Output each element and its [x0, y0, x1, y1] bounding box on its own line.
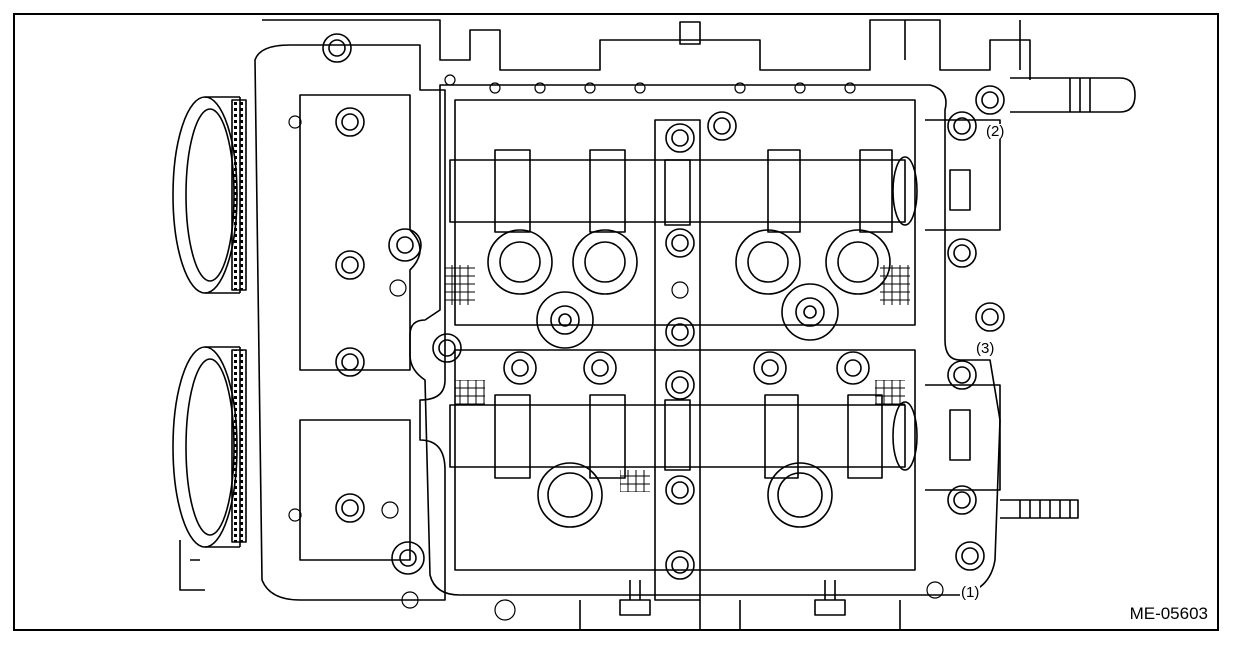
callout-label-1: (1): [960, 584, 981, 601]
valve-springs-intake: [487, 229, 891, 295]
cam-sprocket-lower: [172, 346, 247, 548]
callout-label-3: (3): [975, 340, 996, 357]
stud-bolt: [1000, 499, 1079, 519]
callout-label-2: (2): [985, 123, 1006, 140]
figure-frame: [13, 13, 1219, 631]
figure-code: ME-05603: [1129, 604, 1208, 623]
upper-housing: [262, 19, 1031, 80]
valve-lifters-exhaust: [503, 351, 870, 385]
bolt-heads: [322, 33, 1005, 580]
cam-sprocket-upper: [172, 96, 247, 294]
camshaft-intake: [449, 149, 918, 233]
camshaft-exhaust: [449, 394, 918, 479]
left-cover-plate: [254, 44, 446, 601]
coolant-hose: [1010, 77, 1136, 113]
spark-plug-wells: [536, 283, 839, 528]
